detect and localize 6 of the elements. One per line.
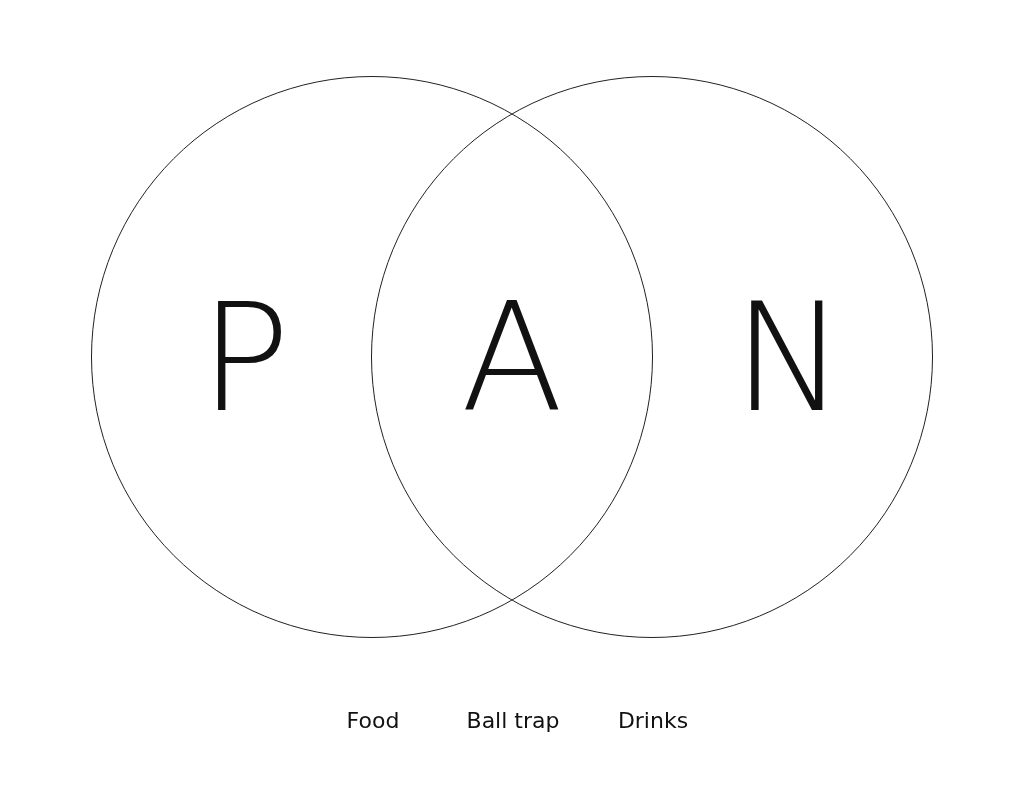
category-label: Food: [346, 707, 400, 733]
category-label: Ball trap: [466, 707, 560, 733]
overlap-letter: A: [460, 282, 564, 432]
circle-letter: P: [199, 283, 291, 433]
circle-letter: N: [732, 283, 846, 433]
category-label: Drinks: [617, 707, 689, 733]
